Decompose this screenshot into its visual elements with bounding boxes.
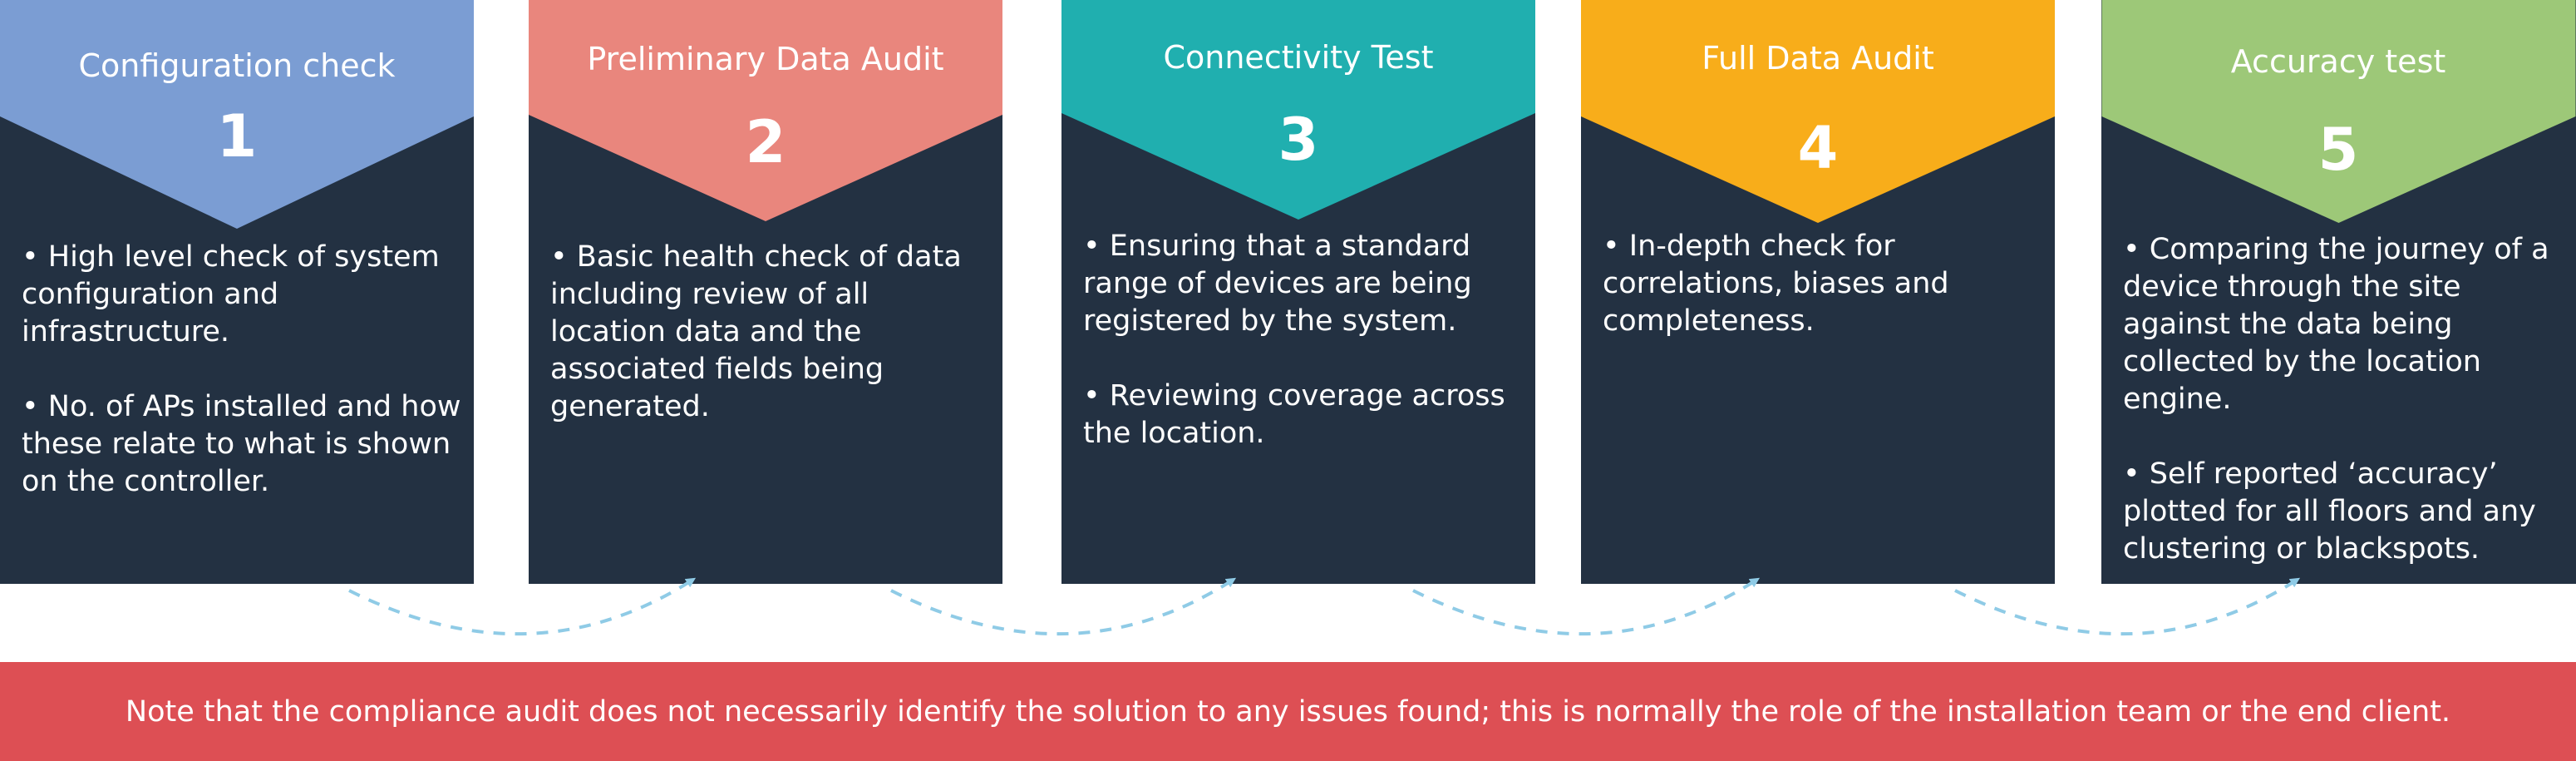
step-4-description: • In-depth check for correlations, biase… xyxy=(1603,228,2043,378)
connector-arrow-3-to-4 xyxy=(1412,577,1761,636)
step-3-chevron-shape xyxy=(1061,0,1535,220)
step-3-number: 3 xyxy=(1278,106,1319,174)
step-3-description: • Ensuring that a standard range of devi… xyxy=(1083,228,1524,490)
step-4-chevron-shape xyxy=(1581,0,2055,223)
step-card-2: Preliminary Data Audit 2 • Basic health … xyxy=(529,0,1002,584)
step-2-number: 2 xyxy=(745,108,786,176)
step-card-1: Configuration check 1 • High level check… xyxy=(0,0,474,584)
step-1-bullet-1: • High level check of system configurati… xyxy=(22,240,440,348)
step-5-bullet-2: • Self reported ‘accuracy’ plotted for a… xyxy=(2123,457,2536,566)
step-1-title: Configuration check xyxy=(78,47,396,84)
note-text: Note that the compliance audit does not … xyxy=(125,694,2451,729)
note-banner: Note that the compliance audit does not … xyxy=(0,662,2576,761)
step-2-chevron-fill xyxy=(529,0,1002,221)
step-4-number: 4 xyxy=(1797,114,1839,182)
step-3-chevron-fill xyxy=(1061,0,1535,220)
step-1-chevron-shape xyxy=(0,0,474,229)
step-card-5: Accuracy test 5 • Comparing the journey … xyxy=(2101,0,2576,584)
step-1-description: • High level check of system configurati… xyxy=(22,239,462,538)
step-3-title: Connectivity Test xyxy=(1163,39,1434,76)
step-1-chevron-fill xyxy=(0,0,474,229)
step-5-number: 5 xyxy=(2317,116,2359,184)
connector-arrow-1-to-2 xyxy=(348,577,697,636)
step-4-chevron-fill xyxy=(1581,0,2055,223)
step-1-bullet-2: • No. of APs installed and how these rel… xyxy=(22,390,461,498)
step-2-title: Preliminary Data Audit xyxy=(587,41,944,77)
step-2-chevron-shape xyxy=(529,0,1002,221)
step-3-bullet-2: • Reviewing coverage across the location… xyxy=(1083,379,1505,450)
step-4-title: Full Data Audit xyxy=(1702,40,1934,77)
step-4-bullet-1: • In-depth check for correlations, biase… xyxy=(1603,230,1949,338)
step-3-bullet-1: • Ensuring that a standard range of devi… xyxy=(1083,230,1472,338)
step-5-chevron-shape xyxy=(2101,0,2576,223)
connector-arrow-2-to-3 xyxy=(890,577,1237,636)
step-2-description: • Basic health check of data including r… xyxy=(550,239,991,463)
step-card-3: Connectivity Test 3 • Ensuring that a st… xyxy=(1061,0,1535,584)
step-5-bullet-1: • Comparing the journey of a device thro… xyxy=(2123,233,2549,416)
step-2-bullet-1: • Basic health check of data including r… xyxy=(550,240,962,423)
step-5-description: • Comparing the journey of a device thro… xyxy=(2123,231,2564,584)
step-5-chevron-fill xyxy=(2101,0,2576,223)
step-card-4: Full Data Audit 4 • In-depth check for c… xyxy=(1581,0,2055,584)
step-1-number: 1 xyxy=(216,102,258,170)
step-5-title: Accuracy test xyxy=(2230,43,2446,80)
connector-arrow-4-to-5 xyxy=(1954,577,2301,636)
